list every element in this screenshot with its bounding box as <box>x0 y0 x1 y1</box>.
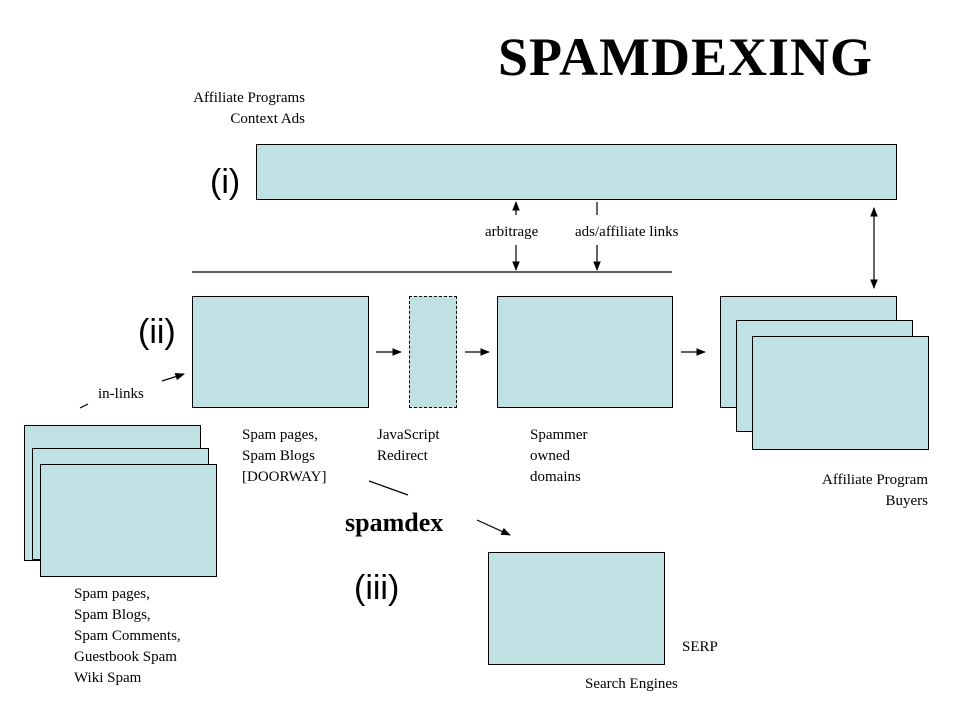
javascript-redirect-box <box>409 296 457 408</box>
search-engines-label: Search Engines <box>585 676 678 692</box>
javascript-redirect-label: JavaScript Redirect <box>377 427 440 464</box>
doorway-box <box>192 296 369 408</box>
affiliate-buyers-label: Affiliate Program Buyers <box>822 472 928 509</box>
arbitrage-label: arbitrage <box>485 224 539 240</box>
buyer-box-3 <box>752 336 929 450</box>
doorway-label: Spam pages, Spam Blogs [DOORWAY] <box>242 427 327 485</box>
spammer-domains-label: Spammer owned domains <box>530 427 588 485</box>
spam-sources-label: Spam pages, Spam Blogs, Spam Comments, G… <box>74 586 181 686</box>
spamdex-label: spamdex <box>345 508 444 537</box>
serp-label: SERP <box>682 639 718 655</box>
tier-label-ii: (ii) <box>138 313 176 351</box>
spamdex-connector-line <box>368 480 409 496</box>
ads-affiliate-links-label: ads/affiliate links <box>575 224 679 240</box>
in-links-label: in-links <box>98 386 144 402</box>
in-links-tail <box>79 403 89 409</box>
tier-label-iii: (iii) <box>354 569 400 607</box>
spamdex-to-serp-arrow <box>476 519 511 536</box>
in-links-arrow <box>161 372 185 382</box>
tier-label-i: (i) <box>210 163 241 201</box>
spam-source-box-3 <box>40 464 217 577</box>
affiliate-programs-label: Affiliate Programs Context Ads <box>193 90 305 127</box>
diagram-title: SPAMDEXING <box>498 27 874 87</box>
spammer-domains-box <box>497 296 673 408</box>
serp-box <box>488 552 665 665</box>
affiliate-programs-box <box>256 144 897 200</box>
